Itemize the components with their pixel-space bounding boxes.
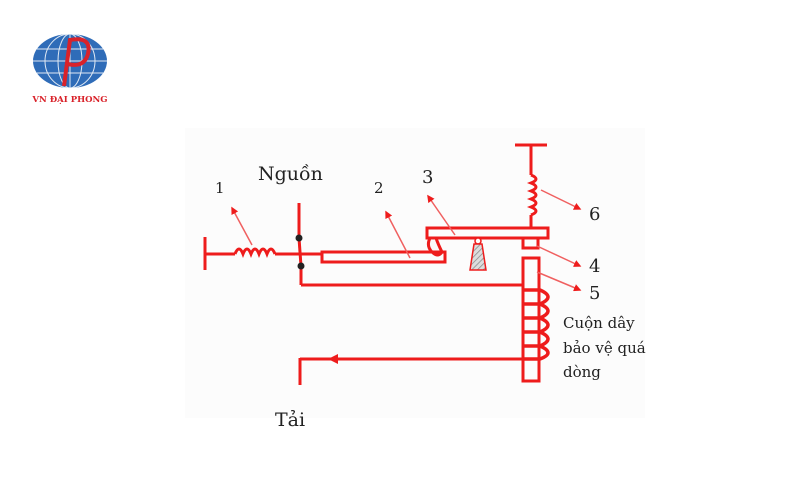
coil-label-line3: dòng	[563, 363, 601, 381]
contact-dot-bottom	[297, 262, 305, 270]
coil-label-line1: Cuộn dây	[563, 314, 635, 332]
contact-dot-top	[295, 234, 303, 242]
diagram-background	[185, 128, 645, 418]
current-direction-arrow	[328, 354, 338, 364]
label-3: 3	[422, 167, 433, 188]
label-4: 4	[589, 256, 600, 277]
spring-6	[526, 173, 538, 217]
pivot-support	[469, 243, 487, 271]
logo-text: VN ĐẠI PHONG	[31, 95, 107, 105]
company-logo: VN ĐẠI PHONG	[31, 33, 108, 105]
wiring	[203, 143, 550, 385]
bimetal-strip-2	[320, 250, 447, 264]
label-6: 6	[589, 204, 600, 225]
latch-3	[426, 237, 444, 257]
contact-4	[521, 236, 540, 250]
spring-1	[233, 247, 277, 259]
overcurrent-coil	[522, 288, 550, 361]
label-load: Tải	[275, 409, 305, 431]
label-source: Nguồn	[258, 163, 323, 185]
trip-lever	[425, 226, 550, 240]
label-5: 5	[589, 283, 600, 304]
label-2: 2	[374, 179, 384, 197]
label-1: 1	[215, 179, 225, 197]
coil-label-line2: bảo vệ quá	[563, 339, 646, 357]
callout-arrows	[231, 189, 582, 292]
